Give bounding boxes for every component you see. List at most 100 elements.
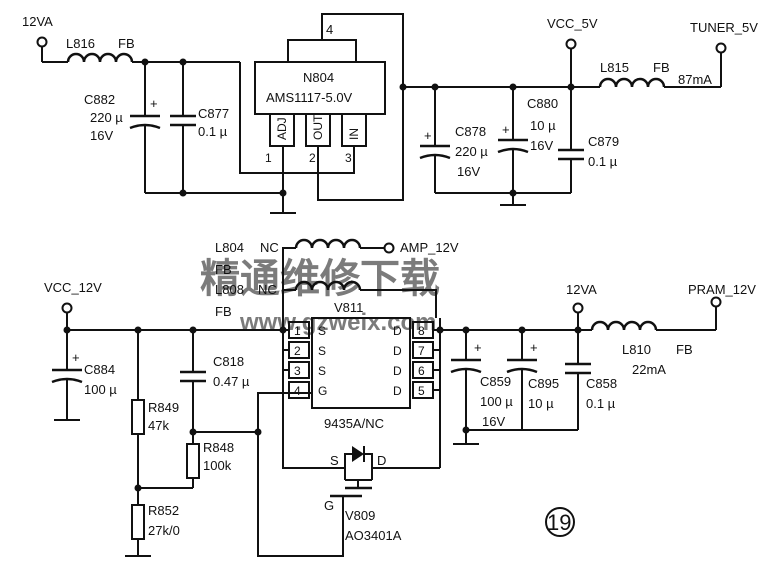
- c882-ref: C882: [84, 92, 115, 107]
- l810-current: 22mA: [632, 362, 666, 377]
- v811-pin5-name: D: [393, 384, 402, 398]
- terminal-pram12v: [710, 296, 722, 308]
- reg-pin-in-name: IN: [347, 128, 361, 140]
- v811-right-pins: [412, 318, 441, 468]
- terminal-12va-out: [572, 302, 584, 314]
- l804-type: NC: [260, 240, 279, 255]
- c818-ref: C818: [213, 354, 244, 369]
- net-label-tuner5v: TUNER_5V: [690, 20, 758, 35]
- l810-ref: L810: [622, 342, 651, 357]
- c878-value: 220 µ: [455, 144, 488, 159]
- v811-pin1-num: 1: [294, 324, 301, 338]
- mosfet-v809: [282, 370, 440, 500]
- inductor-l808: [294, 280, 362, 291]
- regulator-tab-pin: 4: [326, 22, 333, 37]
- svg-text:+: +: [502, 122, 510, 137]
- capacitor-c879: [558, 87, 584, 193]
- net-label-pram12v: PRAM_12V: [688, 282, 756, 297]
- v811-pin6-num: 6: [418, 364, 425, 378]
- l808-fb: FB: [215, 304, 232, 319]
- c859-value: 100 µ: [480, 394, 513, 409]
- l815-type: FB: [653, 60, 670, 75]
- capacitor-c884: +: [51, 330, 83, 421]
- mosfet-v811: [311, 317, 411, 409]
- net-label-12va-out: 12VA: [566, 282, 597, 297]
- v811-pin1-name: S: [318, 324, 326, 338]
- v811-pin2-num: 2: [294, 344, 301, 358]
- r848-ref: R848: [203, 440, 234, 455]
- c882-value: 220 µ: [90, 110, 123, 125]
- l816-type: FB: [118, 36, 135, 51]
- net-label-amp12v: AMP_12V: [400, 240, 459, 255]
- c884-value: 100 µ: [84, 382, 117, 397]
- watermark-text: 精通维修下载: [200, 257, 440, 301]
- v811-pin8-num: 8: [418, 324, 425, 338]
- svg-text:+: +: [72, 350, 80, 365]
- terminal-vcc5v: [565, 38, 577, 50]
- r852-ref: R852: [148, 503, 179, 518]
- v811-pin3-num: 3: [294, 364, 301, 378]
- net-label-vcc5v: VCC_5V: [547, 16, 598, 31]
- svg-text:+: +: [530, 340, 538, 355]
- capacitor-c877: [170, 62, 196, 193]
- r849-ref: R849: [148, 400, 179, 415]
- net-label-vcc12v: VCC_12V: [44, 280, 102, 295]
- v811-pin5-num: 5: [418, 384, 425, 398]
- v811-part: 9435A/NC: [324, 416, 384, 431]
- l804-ref: L804: [215, 240, 244, 255]
- l815-ref: L815: [600, 60, 629, 75]
- figure-number-circle: [545, 507, 575, 537]
- capacitor-c818: [180, 330, 206, 432]
- c880-voltage: 16V: [530, 138, 553, 153]
- figure-number: 19: [547, 510, 571, 535]
- c879-ref: C879: [588, 134, 619, 149]
- l816-ref: L816: [66, 36, 95, 51]
- v811-pin8-name: D: [393, 324, 402, 338]
- v809-s-label: S: [330, 453, 339, 468]
- r852-value: 27k/0: [148, 523, 180, 538]
- l808-type: NC: [258, 282, 277, 297]
- v811-pin4-num: 4: [294, 384, 301, 398]
- c878-voltage: 16V: [457, 164, 480, 179]
- net-label-12va: 12VA: [22, 14, 53, 29]
- reg-pin-out-name: OUT: [311, 114, 325, 140]
- inductor-l816: [66, 52, 134, 63]
- capacitor-c880: +: [497, 87, 529, 205]
- c884-ref: C884: [84, 362, 115, 377]
- c818-value: 0.47 µ: [213, 374, 250, 389]
- v811-pin6-name: D: [393, 364, 402, 378]
- capacitor-c858: [565, 330, 591, 430]
- resistor-r849: [131, 399, 145, 435]
- c880-ref: C880: [527, 96, 558, 111]
- c858-value: 0.1 µ: [586, 396, 616, 411]
- capacitor-c859: +: [450, 330, 482, 430]
- v809-part: AO3401A: [345, 528, 402, 543]
- top-section: 12VA L816 FB + C882 220 µ 16V C877 0.1 µ: [22, 13, 758, 214]
- v811-ref: V811: [334, 300, 363, 315]
- c879-value: 0.1 µ: [588, 154, 618, 169]
- c877-value: 0.1 µ: [198, 124, 228, 139]
- reg-pin-2-num: 2: [309, 151, 316, 165]
- l810-type: FB: [676, 342, 693, 357]
- junction: [179, 189, 187, 197]
- r848-value: 100k: [203, 458, 232, 473]
- v809-d-label: D: [377, 453, 386, 468]
- reg-pin-1-num: 1: [265, 151, 272, 165]
- junction: [509, 189, 517, 197]
- inductor-l810: [590, 320, 658, 331]
- c880-value: 10 µ: [530, 118, 556, 133]
- reg-pin-adj-name: ADJ: [275, 117, 289, 140]
- c895-ref: C895: [528, 376, 559, 391]
- c859-ref: C859: [480, 374, 511, 389]
- c859-voltage: 16V: [482, 414, 505, 429]
- l815-current: 87mA: [678, 72, 712, 87]
- terminal-amp12v: [383, 242, 395, 254]
- v811-pin3-name: S: [318, 364, 326, 378]
- l804-fb: FB: [215, 262, 232, 277]
- terminal-tuner5v: [715, 42, 727, 54]
- v811-left-pins: [282, 321, 310, 399]
- bottom-section: VCC_12V + C884 100 µ R849 47k R852 2: [44, 238, 756, 557]
- svg-text:+: +: [424, 128, 432, 143]
- regulator-ref: N804: [303, 70, 334, 85]
- inductor-l815: [598, 77, 666, 88]
